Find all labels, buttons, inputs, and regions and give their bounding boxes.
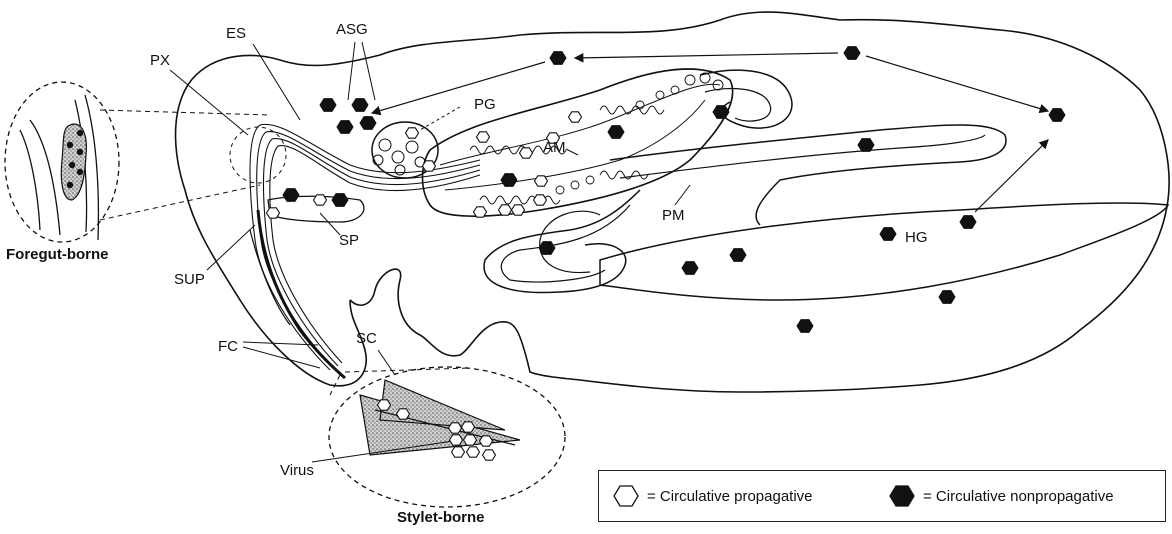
black-hexagon (844, 47, 860, 60)
legend-item-nonpropagative: = Circulative nonpropagative (889, 485, 1114, 507)
black-hexagon (332, 194, 348, 207)
black-hexagon-icon (889, 485, 915, 507)
foregut-virus-cluster (61, 124, 86, 200)
label-am: AM (543, 140, 566, 155)
black-hexagon (283, 189, 299, 202)
label-sp: SP (339, 233, 359, 248)
black-hexagon (730, 249, 746, 262)
white-hexagon (474, 207, 487, 217)
black-hexagon (960, 216, 976, 229)
white-hexagon (569, 112, 582, 122)
white-hexagon (480, 436, 493, 446)
black-hexagon (682, 262, 698, 275)
black-hexagon (550, 52, 566, 65)
black-hexagon (501, 174, 517, 187)
label-pm: PM (662, 208, 685, 223)
legend-nonpropagative-label: = Circulative nonpropagative (923, 488, 1114, 505)
stylet-bundle (258, 210, 345, 378)
label-asg: ASG (336, 22, 368, 37)
white-hexagon (499, 205, 512, 215)
black-hexagon (797, 320, 813, 333)
white-hexagon (267, 208, 280, 218)
body-outline (350, 12, 1169, 392)
black-hexagon (337, 121, 353, 134)
label-hg: HG (905, 230, 928, 245)
caption-stylet-borne: Stylet-borne (397, 510, 485, 525)
white-hexagon (464, 435, 477, 445)
white-hexagon (423, 161, 436, 171)
white-hexagon (483, 450, 496, 460)
white-hexagon (449, 423, 462, 433)
anterior-midgut (423, 69, 733, 216)
legend-box: = Circulative propagative = Circulative … (598, 470, 1166, 522)
black-hexagon (352, 99, 368, 112)
black-hexagon (1049, 109, 1065, 122)
black-hexagon (539, 242, 555, 255)
white-hexagon (378, 400, 391, 410)
label-sc: SC (356, 331, 377, 346)
head-outline (176, 55, 380, 386)
hindgut (600, 203, 1168, 300)
white-hexagon (520, 148, 533, 158)
white-hexagon (462, 422, 475, 432)
white-hexagon (397, 409, 410, 419)
white-hexagon (512, 205, 525, 215)
label-fc: FC (218, 339, 238, 354)
label-virus: Virus (280, 463, 314, 478)
white-hexagon (450, 435, 463, 445)
black-hexagon (360, 117, 376, 130)
black-hexagon (858, 139, 874, 152)
legend-propagative-label: = Circulative propagative (647, 488, 813, 505)
label-sup: SUP (174, 272, 205, 287)
white-hexagon-icon (613, 485, 639, 507)
black-hexagon (713, 106, 729, 119)
white-hexagon (534, 195, 547, 205)
white-hexagon (467, 447, 480, 457)
black-hexagon (608, 126, 624, 139)
black-hexagon (880, 228, 896, 241)
white-hexagon (477, 132, 490, 142)
label-pg: PG (474, 97, 496, 112)
legend-item-propagative: = Circulative propagative (613, 485, 813, 507)
white-hexagon (452, 447, 465, 457)
white-hexagon (535, 176, 548, 186)
label-es: ES (226, 26, 246, 41)
label-px: PX (150, 53, 170, 68)
white-hexagon (406, 128, 419, 138)
black-hexagon (320, 99, 336, 112)
white-hexagon (314, 195, 327, 205)
nonpropagative-virions (283, 47, 1065, 333)
caption-foregut-borne: Foregut-borne (6, 247, 109, 262)
black-hexagon (939, 291, 955, 304)
